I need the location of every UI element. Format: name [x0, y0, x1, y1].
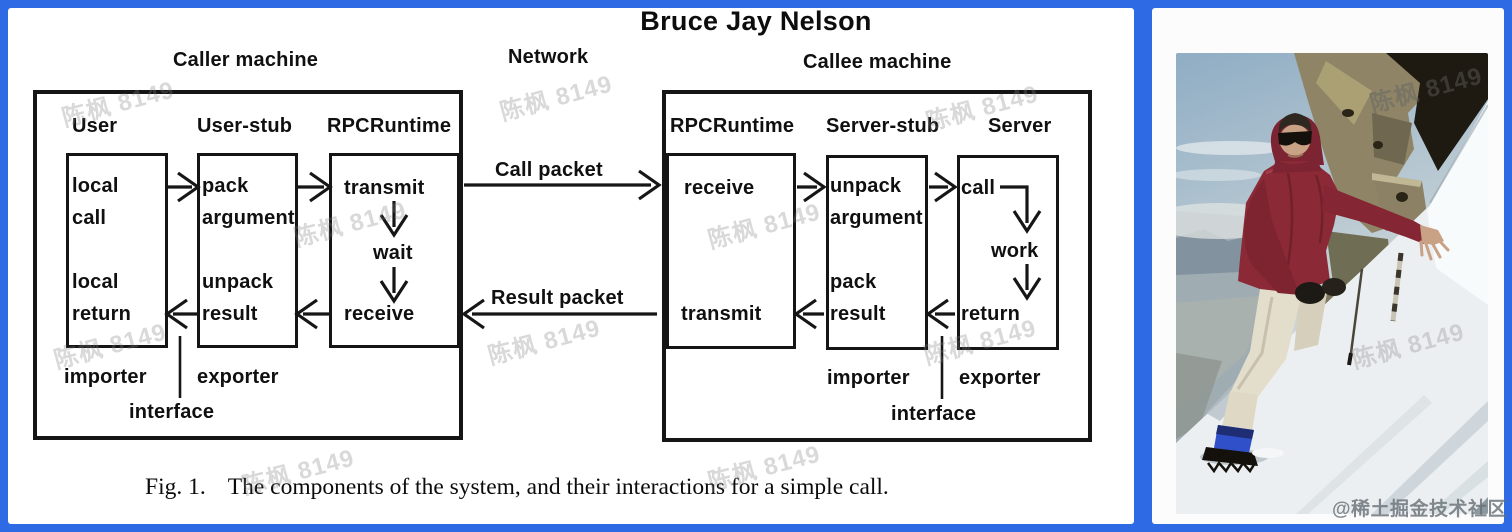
unpack-argument-label: unpack argument: [830, 175, 923, 229]
unpack-result-label: unpack result: [202, 271, 274, 325]
server-stub-column-label: Server-stub: [826, 115, 940, 137]
call-packet-label: Call packet: [495, 159, 603, 181]
user-stub-box: [197, 153, 298, 348]
user-column-label: User: [72, 115, 118, 137]
local-call-label: local call: [72, 175, 119, 229]
rpc-runtime-callee-box: [666, 153, 796, 349]
figure-caption: Fig. 1. The components of the system, and…: [145, 474, 889, 501]
importer-caller-label: importer: [64, 366, 147, 388]
caller-machine-label: Caller machine: [173, 49, 319, 71]
server-column-label: Server: [988, 115, 1052, 137]
receive-callee-label: receive: [684, 177, 755, 199]
nelson-photo: [1176, 53, 1488, 514]
callee-machine-label: Callee machine: [803, 51, 952, 73]
importer-callee-label: importer: [827, 367, 910, 389]
rpcruntime-callee-column-label: RPCRuntime: [670, 115, 795, 137]
transmit-caller-label: transmit: [344, 177, 425, 199]
wait-label: wait: [373, 242, 413, 264]
work-label: work: [991, 240, 1039, 262]
user-stub-column-label: User-stub: [197, 115, 293, 137]
server-stub-box: [826, 155, 928, 350]
local-return-label: local return: [72, 271, 131, 325]
photo-rock-cliff: [1294, 53, 1488, 315]
rpcruntime-caller-column-label: RPCRuntime: [327, 115, 452, 137]
community-credit-watermark: @稀土掘金技术社区: [1332, 499, 1508, 520]
exporter-callee-label: exporter: [959, 367, 1041, 389]
rpc-runtime-caller-box: [329, 153, 460, 348]
exporter-caller-label: exporter: [197, 366, 279, 388]
photo-title: Bruce Jay Nelson: [640, 6, 872, 36]
pack-result-label: pack result: [830, 271, 886, 325]
call-label: call: [961, 177, 996, 199]
interface-caller-label: interface: [129, 401, 215, 423]
photo-climber: [1200, 113, 1450, 474]
server-box: [957, 155, 1059, 350]
figure-caption-text: The components of the system, and their …: [227, 474, 889, 500]
user-box: [66, 153, 168, 348]
caller-machine-box: [33, 90, 463, 440]
interface-callee-label: interface: [891, 403, 977, 425]
return-label: return: [961, 303, 1020, 325]
nelson-photo-art: [1176, 53, 1488, 514]
figure-number: Fig. 1.: [145, 474, 206, 500]
transmit-callee-label: transmit: [681, 303, 762, 325]
receive-caller-label: receive: [344, 303, 415, 325]
result-packet-label: Result packet: [491, 287, 624, 309]
callee-machine-box: [662, 90, 1092, 442]
network-label: Network: [508, 46, 589, 68]
pack-argument-label: pack argument: [202, 175, 295, 229]
